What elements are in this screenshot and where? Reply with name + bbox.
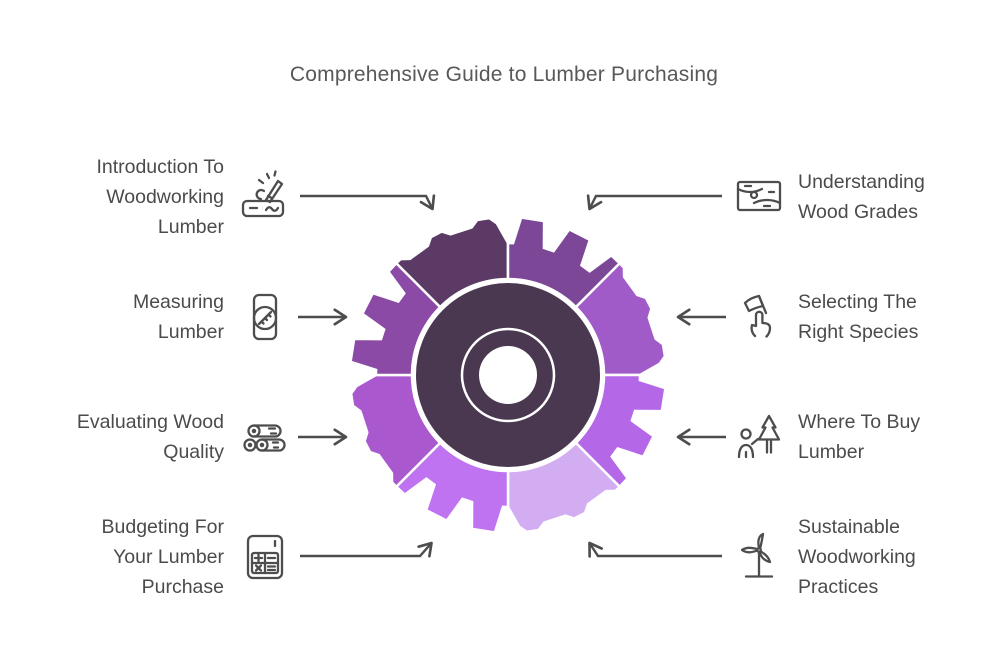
wheel-center-hole — [479, 346, 537, 404]
flag-choice-hand-icon — [733, 291, 785, 343]
wood-carving-icon — [239, 170, 291, 222]
wind-turbine-icon — [733, 531, 785, 583]
arrow-introduction-to-wheel — [300, 194, 436, 211]
label-understanding-wood-grades: Understanding Wood Grades — [798, 167, 1008, 227]
label-line: Lumber — [157, 321, 224, 343]
arrow-budgeting-to-wheel — [300, 541, 433, 558]
label-line: Lumber — [798, 441, 865, 463]
label-evaluating-wood-quality: Evaluating Wood Quality — [0, 407, 224, 467]
label-line: Right Species — [798, 321, 919, 343]
label-line: Practices — [798, 576, 879, 598]
label-budgeting-for-your-lumber-purchase: Budgeting For Your Lumber Purchase — [0, 512, 225, 602]
measuring-gauge-icon — [239, 291, 291, 343]
label-introduction-to-woodworking-lumber: Introduction To Woodworking Lumber — [0, 152, 224, 242]
label-line: Your Lumber — [113, 546, 224, 568]
label-measuring-lumber: Measuring Lumber — [0, 287, 224, 347]
label-where-to-buy-lumber: Where To Buy Lumber — [798, 407, 1008, 467]
label-line: Measuring — [132, 291, 224, 313]
label-line: Selecting The — [798, 291, 917, 313]
label-line: Lumber — [157, 216, 224, 238]
label-line: Where To Buy — [798, 411, 921, 433]
label-sustainable-woodworking-practices: Sustainable Woodworking Practices — [798, 512, 1008, 602]
stacked-logs-icon — [239, 411, 291, 463]
label-line: Purchase — [141, 576, 224, 598]
label-line: Budgeting For — [101, 516, 225, 538]
label-line: Wood Grades — [798, 201, 918, 223]
arrow-understanding-to-wheel — [586, 194, 722, 211]
wood-plank-grain-icon — [733, 170, 785, 222]
label-line: Understanding — [798, 171, 925, 193]
label-line: Sustainable — [798, 516, 900, 538]
calculator-icon — [239, 531, 291, 583]
arrow-sustainable-to-wheel — [588, 541, 722, 558]
label-selecting-the-right-species: Selecting The Right Species — [798, 287, 1008, 347]
label-line: Woodworking — [106, 186, 224, 208]
page-title: Comprehensive Guide to Lumber Purchasing — [289, 63, 719, 86]
wheel-inner-ring — [460, 327, 556, 423]
label-line: Woodworking — [798, 546, 916, 568]
gear-wheel-diagram — [348, 215, 668, 535]
label-line: Introduction To — [96, 156, 224, 178]
person-tree-icon — [733, 411, 785, 463]
label-line: Quality — [163, 441, 224, 463]
label-line: Evaluating Wood — [76, 411, 224, 433]
